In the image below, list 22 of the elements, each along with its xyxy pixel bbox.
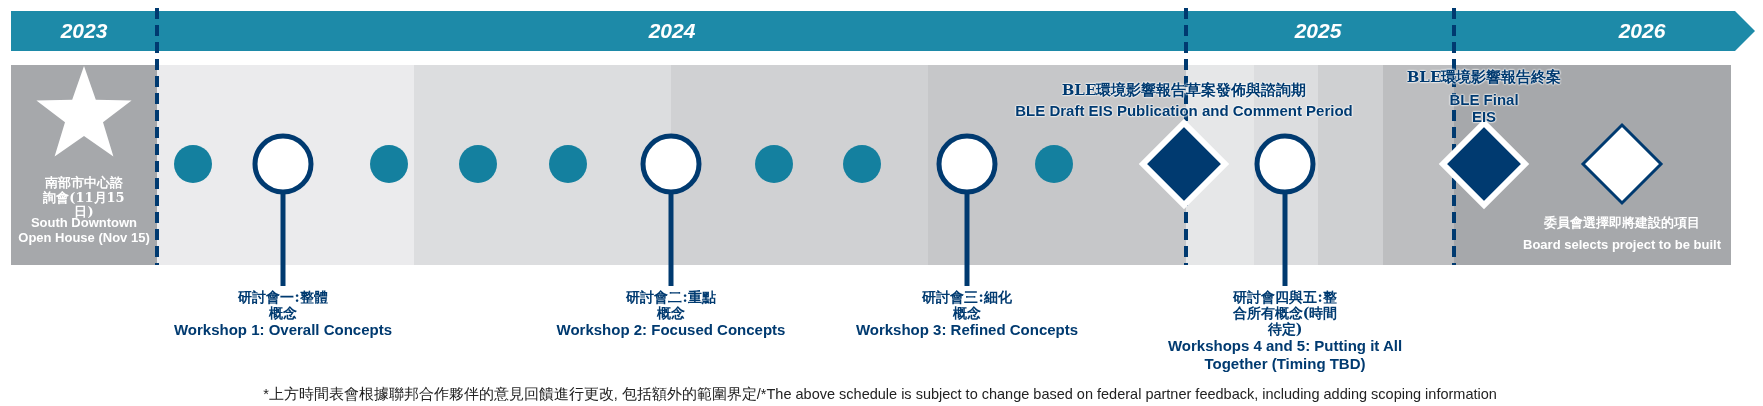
workshop-title: 研討會二:重點概念 (625, 289, 717, 322)
workshop-label: Workshop 3: Refined Concepts (854, 321, 1080, 339)
year-label: 2026 (1617, 19, 1667, 43)
workshop-title: 研討會三:細化概念 (921, 289, 1013, 322)
leader-line (1282, 194, 1288, 286)
year-label: 2025 (1293, 19, 1343, 43)
workshop-label: Workshop 1: Overall Concepts (172, 321, 394, 339)
milestone-label: BLE環境影響報告終案 (1405, 69, 1563, 86)
milestone-label: 委員會選擇即將建設的項目 (1543, 216, 1701, 231)
workshop-title: 研討會四與五:整合所有概念(時間待定) (1231, 289, 1339, 338)
footnote: *上方時間表會根據聯邦合作夥伴的意見回饋進行更改, 包括額外的範圍界定/*The above schedule is subject to change based on federal partner feedback, including adding scoping information (262, 385, 1498, 404)
year-label: 2023 (59, 19, 109, 43)
workshop-label: Workshops 4 and 5: Putting it All Together (Timing TBD) (1166, 337, 1404, 372)
milestone-label: BLE環境影響報告草案發佈與諮詢期 (1060, 82, 1308, 99)
milestone-label: Board selects project to be built (1522, 238, 1722, 253)
leader-line (668, 194, 674, 286)
leader-line (280, 194, 286, 286)
milestone-label: BLE Draft EIS Publication and Comment Period (1014, 103, 1354, 120)
workshop-label: Workshop 2: Focused Concepts (555, 321, 787, 339)
leader-line (964, 194, 970, 286)
workshop-title: 研討會一:整體概念 (237, 289, 329, 322)
year-label: 2024 (647, 19, 697, 43)
